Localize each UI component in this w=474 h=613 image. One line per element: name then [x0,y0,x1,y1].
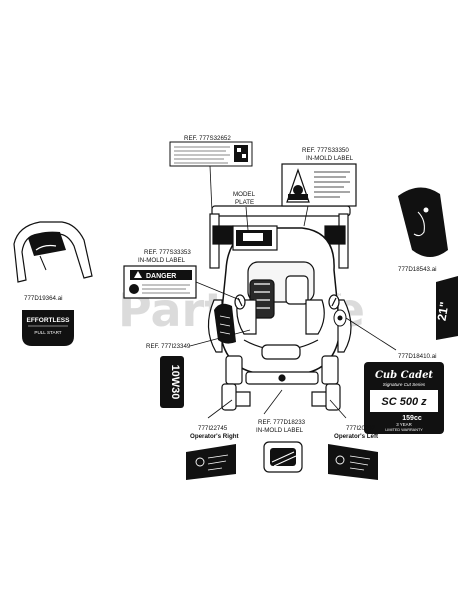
oil-text: 10W30 [169,365,181,400]
cub-warranty-2: LIMITED WARRANTY [385,428,423,432]
left-decal-caption: Operator's Right [190,433,239,440]
ref-inmold-top-2: IN-MOLD LABEL [306,155,354,162]
badge-21-text: 21" [435,301,452,322]
effortless-badge: EFFORTLESS PULL START [22,310,74,346]
center-ref-2: IN-MOLD LABEL [256,427,304,434]
leader-lines [207,389,347,419]
cub-engine: 159cc [402,415,422,422]
cub-warranty-1: 3 YEAR [396,422,412,427]
right-decal-part: 777I20292 [346,425,376,432]
effortless-line-1: EFFORTLESS [27,317,71,324]
right-decal-caption: Operator's Left [334,433,378,440]
lawn-mower [207,205,352,411]
model-plate-label-1: MODEL [233,191,256,198]
cub-cadet-panel: 777D18410.ai Cub Cadet Signature Cut Ser… [364,353,444,434]
ref-oil: REF. 777I23349 [146,343,191,350]
danger-label: REF. 777S33353 IN-MOLD LABEL DANGER [123,249,241,301]
ref-danger-1: REF. 777S33353 [144,249,191,256]
warning-label-top: REF. 777S32652 [169,135,253,213]
badge-21: 21" [435,276,458,340]
effortless-line-2: PULL START [34,330,61,335]
side-decal-right [333,309,397,351]
operator-left-decal: 777I20292 Operator's Left [328,425,378,480]
center-ref-1: REF. 777D18233 [258,419,306,426]
inmold-label-top: REF. 777S33350 IN-MOLD LABEL [281,147,357,227]
handle-decal-right: 777D18543.ai [398,187,448,273]
right-file-1: 777D18543.ai [398,266,437,273]
operator-right-decal: 777I22745 Operator's Right [186,425,239,480]
cub-brand: Cub Cadet [375,370,433,381]
cub-model: SC 500 z [381,396,427,408]
cub-series: Signature Cut Series [383,382,426,387]
ref-inmold-top-1: REF. 777S33350 [302,147,349,154]
left-decal-part: 777I22745 [198,425,228,432]
side-decal-left [214,303,236,344]
right-file-2: 777D18410.ai [398,353,437,360]
ref-top: REF. 777S32652 [184,135,231,142]
left-file-label: 777D19364.ai [24,295,63,302]
model-plate-label-2: PLATE [235,199,254,206]
handle-decal-left: 777D19364.ai [13,221,93,302]
model-plate: MODEL PLATE [232,191,278,251]
center-inmold-decal: REF. 777D18233 IN-MOLD LABEL [256,419,306,473]
danger-word: DANGER [146,273,176,280]
ref-danger-2: IN-MOLD LABEL [138,257,186,264]
oil-decal: REF. 777I23349 10W30 [146,329,251,408]
